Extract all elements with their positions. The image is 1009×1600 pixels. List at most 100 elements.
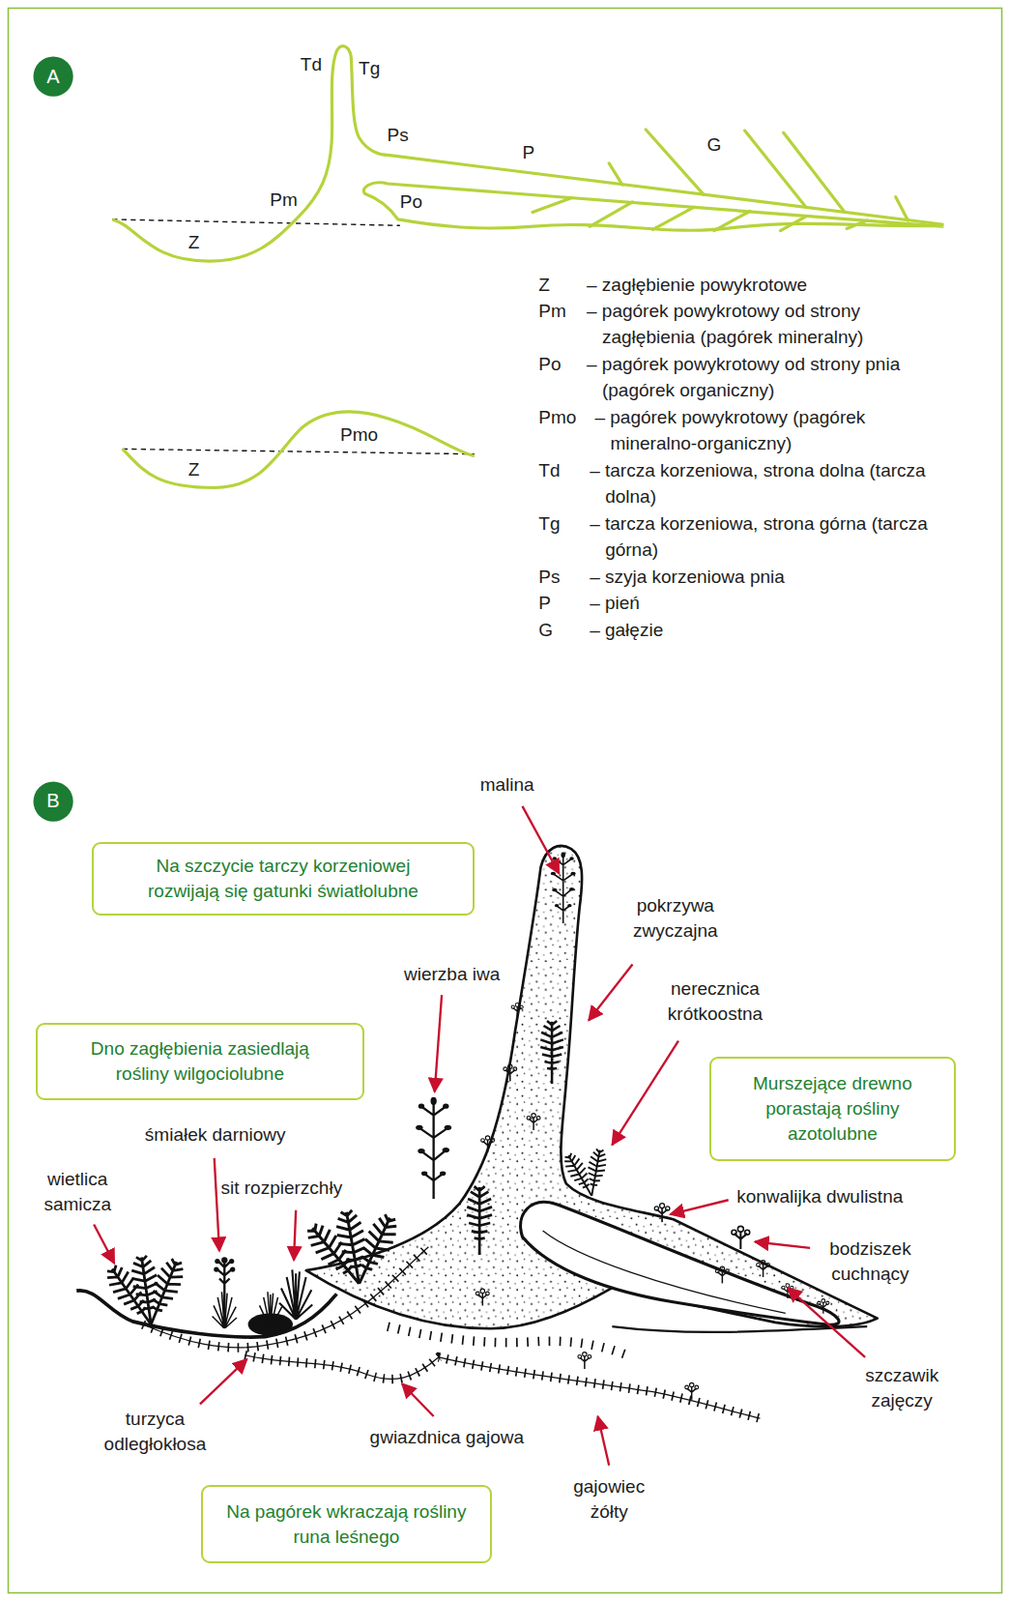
marker-disc (32, 57, 73, 97)
mound-profile (122, 411, 475, 489)
key-definition: – szyja korzeniowa pnia (589, 563, 785, 590)
key-abbreviation: Z (538, 271, 550, 298)
key-definition: – zagłębienie powykrotowe (586, 271, 808, 298)
part-label: P (521, 140, 535, 166)
key-definition-text: – gałęzie (589, 619, 664, 640)
key-definition-text: – pień (589, 592, 640, 613)
part-label-text: Td (300, 54, 322, 75)
key-definition-text: – szyja korzeniowa pnia (589, 566, 785, 587)
uproot-profile (112, 46, 944, 262)
plant-name: wierzba iwa (403, 961, 500, 987)
key-abbreviation: Tg (538, 510, 560, 537)
part-label-text: G (707, 134, 722, 155)
plant-name: gwiazdnica gajowa (370, 1424, 525, 1450)
key-abbreviation-text: Po (538, 353, 561, 375)
panel-letter: B (46, 789, 59, 812)
plant-name: malina (480, 772, 535, 798)
key-definition-text: – pagórek powykrotowy od strony pnia (pa… (586, 353, 900, 401)
part-label-text: P (521, 142, 535, 163)
part-label: Pmo (340, 422, 378, 448)
key-definition: – gałęzie (589, 616, 664, 643)
key-definition: – pagórek powykrotowy (pagórek mineralno… (594, 403, 947, 457)
key-definition: – tarcza korzeniowa, strona górna (tarcz… (589, 510, 942, 563)
note-box: Dno zagłębienia zasiedlają rośliny wilgo… (35, 1022, 365, 1100)
key-abbreviation-text: Td (538, 460, 560, 481)
part-label-text: Pmo (340, 424, 378, 445)
plant-name: gajowiec żółty (563, 1473, 656, 1525)
panel-marker: A (32, 56, 74, 97)
plant-name-text: malina (480, 774, 535, 795)
key-abbreviation: Td (538, 457, 560, 484)
plant-name-text: sit rozpierzchły (221, 1177, 344, 1198)
part-label-text: Pm (269, 189, 298, 210)
note-box: Na szczycie tarczy korzeniowej rozwijają… (91, 841, 475, 916)
plant-name-text: szczawik zajęczy (864, 1364, 939, 1411)
key-abbreviation-text: Z (538, 274, 550, 295)
key-abbreviation: G (538, 616, 553, 643)
key-abbreviation-text: Pm (538, 300, 567, 321)
key-abbreviation: Pm (538, 297, 567, 324)
plant-name-text: nerecznica krótkoostna (667, 978, 763, 1024)
key-abbreviation-text: Ps (538, 566, 560, 587)
plant-name: konwalijka dwulistna (736, 1183, 903, 1210)
part-label-text: Po (400, 191, 423, 212)
plant-name: szczawik zajęczy (850, 1362, 953, 1413)
plant-name: turzyca odległokłosa (88, 1406, 222, 1457)
plant-name-text: gajowiec żółty (573, 1475, 645, 1522)
key-abbreviation: Ps (538, 563, 560, 590)
marker-disc (32, 780, 73, 821)
plant-name-text: wietlica samicza (43, 1168, 112, 1214)
key-definition-text: – zagłębienie powykrotowe (586, 274, 808, 295)
part-label-text: Z (188, 459, 201, 480)
note-box: Murszejące drewno porastają rośliny azot… (709, 1056, 956, 1162)
part-label: Po (400, 189, 423, 215)
key-abbreviation-text: Tg (538, 513, 560, 534)
plant-name-text: bodziszek cuchnący (829, 1238, 912, 1284)
key-abbreviation: Pmo (538, 403, 577, 431)
note-box: Na pagórek wkraczają rośliny runa leśneg… (201, 1484, 492, 1563)
note-text: Na pagórek wkraczają rośliny runa leśneg… (224, 1499, 469, 1550)
key-definition: – tarcza korzeniowa, strona dolna (tarcz… (589, 457, 942, 510)
plant-name-text: śmiałek darniowy (144, 1124, 287, 1145)
key-abbreviation-text: P (538, 592, 551, 613)
note-text: Dno zagłębienia zasiedlają rośliny wilgo… (64, 1036, 336, 1087)
part-label: Tg (358, 56, 380, 82)
plant-name: pokrzywa zwyczajna (616, 893, 734, 944)
plant-name-text: turzyca odległokłosa (104, 1408, 207, 1454)
plant-name-text: pokrzywa zwyczajna (633, 894, 719, 941)
plant-name: wietlica samicza (28, 1166, 126, 1217)
part-label: Ps (387, 122, 409, 148)
key-definition-text: – pagórek powykrotowy (pagórek mineralno… (594, 406, 865, 454)
key-abbreviation-text: G (538, 619, 553, 640)
frame (8, 7, 1003, 1592)
key-abbreviation: P (538, 589, 551, 616)
plant-name: sit rozpierzchły (221, 1175, 344, 1201)
key-definition-text: – tarcza korzeniowa, strona górna (tarcz… (589, 513, 928, 560)
plant-name-text: konwalijka dwulistna (736, 1185, 903, 1207)
plant-name-text: gwiazdnica gajowa (370, 1426, 525, 1447)
key-definition-text: – tarcza korzeniowa, strona dolna (tarcz… (589, 460, 925, 507)
panel-marker: B (32, 780, 74, 822)
key-definition: – pagórek powykrotowy od strony pnia (pa… (586, 350, 939, 404)
plant-name: bodziszek cuchnący (813, 1236, 926, 1287)
key-definition: – pagórek powykrotowy od strony zagłębie… (586, 297, 939, 350)
key-definition-text: – pagórek powykrotowy od strony zagłębie… (586, 300, 864, 347)
part-label: Pm (269, 187, 298, 213)
part-label-text: Ps (387, 124, 409, 145)
plant-name: nerecznica krótkoostna (654, 976, 778, 1027)
plant-name: śmiałek darniowy (144, 1122, 287, 1148)
panel-letter: A (46, 65, 59, 88)
note-text: Murszejące drewno porastają rośliny azot… (728, 1070, 937, 1147)
part-label-text: Tg (358, 57, 380, 79)
part-label-text: Z (188, 231, 201, 253)
part-label: Z (188, 230, 201, 256)
plant-name-text: wierzba iwa (403, 963, 500, 984)
key-definition: – pień (589, 589, 640, 616)
part-label: G (707, 132, 722, 158)
part-label: Z (188, 457, 201, 483)
note-text: Na szczycie tarczy korzeniowej rozwijają… (118, 853, 448, 904)
key-abbreviation: Po (538, 350, 561, 377)
part-label: Td (300, 52, 322, 78)
